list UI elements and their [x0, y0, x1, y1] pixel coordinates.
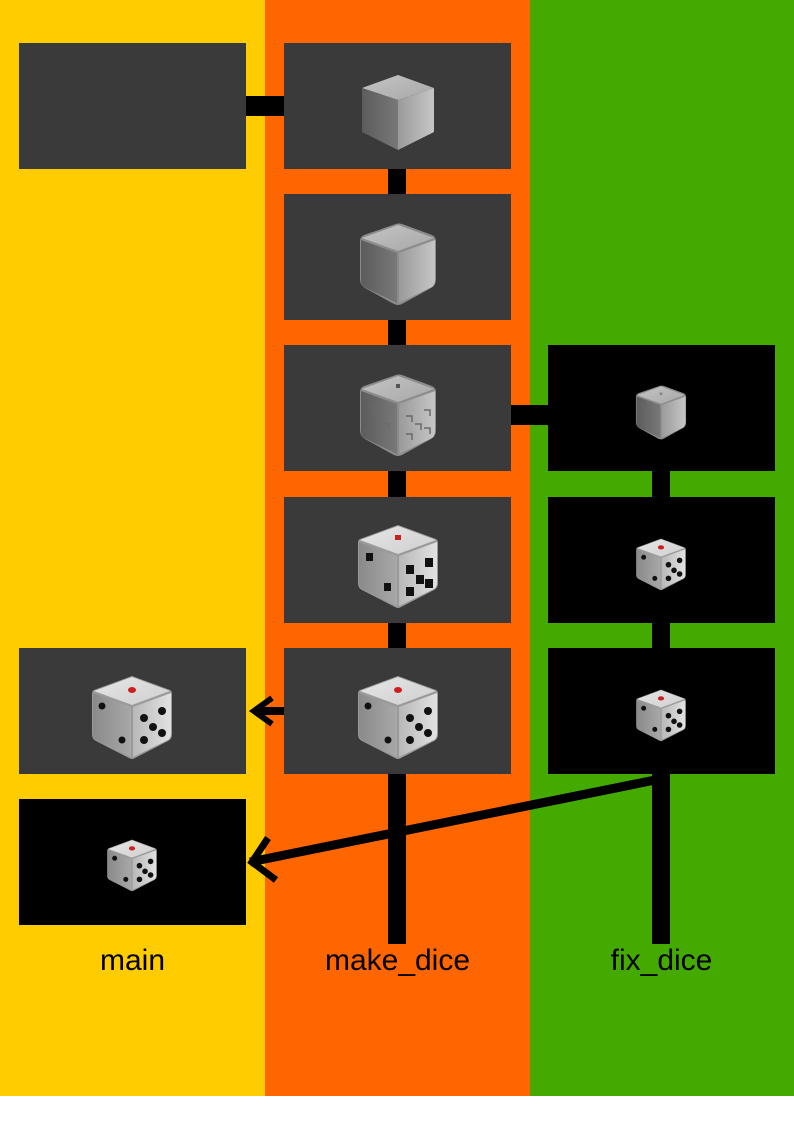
arrowheads: [247, 695, 284, 883]
thumb-dice-black-pips: [358, 525, 438, 608]
arrowhead-fix-to-main: [247, 836, 279, 883]
thumb-dice-five-large-main: [92, 676, 172, 759]
arrowhead-make-to-main: [248, 695, 274, 727]
thumb-dice-five-small-fix-4: [636, 538, 686, 591]
lane-label-make-dice: make_dice: [324, 944, 471, 977]
thumb-cube-cutouts: [360, 374, 436, 456]
thumb-dice-five-large-make: [358, 676, 438, 759]
connector-fix-to-main: [249, 775, 656, 867]
thumb-dice-five-small-fix-5: [636, 689, 686, 742]
thumb-dice-five-small-main-6: [107, 839, 157, 892]
arrow-stub-make-to-main: [258, 707, 284, 715]
connector-make-to-fix: [510, 405, 550, 425]
lane-label-main: main: [99, 944, 166, 977]
lane-label-fix-dice: fix_dice: [610, 944, 713, 977]
connector-main-to-make: [245, 96, 285, 116]
thumb-cube-small: [635, 385, 687, 440]
panel-main-1: [19, 43, 246, 169]
